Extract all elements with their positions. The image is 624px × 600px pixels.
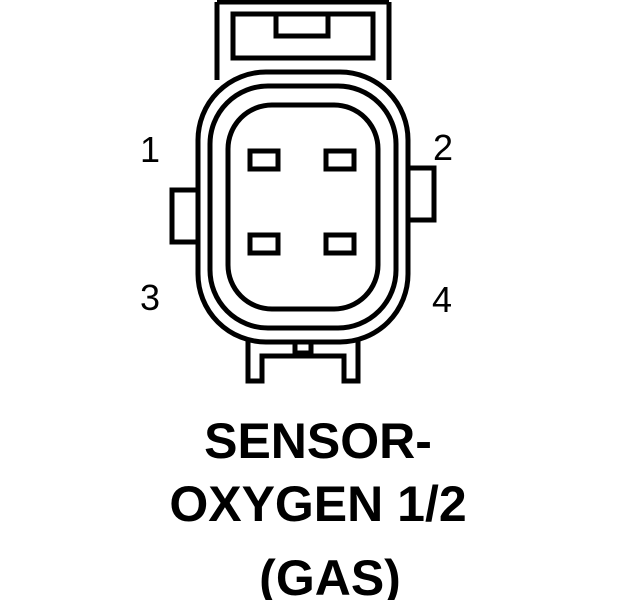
connector-body (169, 0, 437, 384)
pin-label-3: 3 (140, 277, 160, 318)
right-lug (406, 165, 437, 223)
title-line-1: SENSOR- (204, 413, 432, 469)
top-latch-notch (273, 14, 331, 39)
pin-terminal-4 (323, 232, 357, 256)
pin-terminal-1 (247, 148, 281, 172)
pin-terminal-3 (247, 232, 281, 256)
housing-inner (225, 102, 381, 312)
bottom-latch (245, 336, 361, 384)
subtitle: (GAS) (259, 550, 401, 600)
pin-terminal-2 (323, 148, 357, 172)
housing-outer (195, 69, 411, 345)
left-lug (169, 187, 197, 245)
pin-label-1: 1 (140, 129, 160, 170)
pin-label-2: 2 (433, 127, 453, 168)
title-line-2: OXYGEN 1/2 (169, 476, 466, 532)
housing-middle (207, 83, 399, 331)
top-latch (214, 0, 392, 80)
pin-label-4: 4 (432, 279, 452, 320)
